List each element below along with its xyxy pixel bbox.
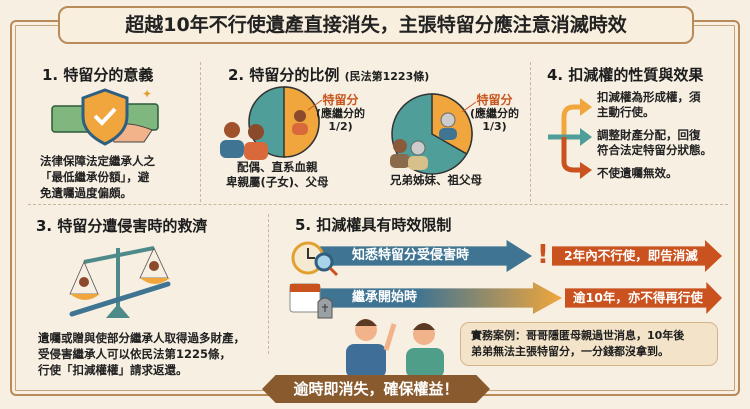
section5-heading: 5. 扣減權具有時效限制 bbox=[295, 216, 452, 234]
divider bbox=[200, 62, 201, 202]
clock-magnifier-icon bbox=[291, 241, 339, 277]
s4-item-3: 不使遺囑無效。 bbox=[597, 166, 678, 180]
divider bbox=[28, 204, 728, 205]
two-people-illustration bbox=[346, 319, 444, 378]
calendar-tombstone-icon bbox=[289, 283, 333, 319]
s1-line: 法律保障法定繼承人之 bbox=[40, 154, 155, 168]
section2-heading: 2. 特留分的比例 (民法第1223條) bbox=[228, 64, 429, 85]
s4-item-1: 主動行使。 bbox=[597, 105, 655, 119]
pie1-caption: 配偶、直系血親 bbox=[237, 160, 318, 174]
pie2-frac: 1/3) bbox=[482, 120, 507, 133]
pie1-sub: (應繼分的 bbox=[316, 107, 366, 120]
s3-line: 受侵害繼承人可以依民法第1225條， bbox=[38, 347, 232, 361]
page-title: 超越10年不行使遺產直接消失，主張特留分應注意消滅時效 bbox=[58, 6, 694, 44]
s4-item-1: 扣減權為形成權，須 bbox=[597, 90, 701, 104]
pie2-label: 特留分 bbox=[476, 93, 513, 107]
s4-item-2: 調整財產分配，回復 bbox=[597, 128, 701, 142]
s3-line: 遺囑或贈與使部分繼承人取得過多財產， bbox=[38, 331, 245, 345]
section3-heading: 3. 特留分遭侵害時的救濟 bbox=[36, 217, 208, 235]
s1-line: 免遺囑過度偏頗。 bbox=[40, 186, 132, 200]
shield-money-icon: ✦ bbox=[51, 87, 159, 146]
pie2-caption: 兄弟姊妹、祖父母 bbox=[390, 173, 482, 187]
case-line: 實務案例：哥哥隱匿母親過世消息，10年後 bbox=[471, 329, 685, 342]
divider bbox=[268, 214, 269, 354]
pie1-frac: 1/2) bbox=[328, 120, 353, 133]
svg-text:✦: ✦ bbox=[142, 87, 152, 101]
case-bubble: 實務案例：哥哥隱匿母親過世消息，10年後 弟弟無法主張特留分，一分錢都沒拿到。 bbox=[460, 322, 718, 366]
s2-title: 2. 特留分的比例 bbox=[228, 66, 340, 84]
pie1-label: 特留分 bbox=[322, 93, 359, 107]
case-line: 弟弟無法主張特留分，一分錢都沒拿到。 bbox=[471, 345, 669, 358]
section1-heading: 1. 特留分的意義 bbox=[42, 66, 154, 84]
divider bbox=[530, 62, 531, 202]
pie1-slice bbox=[283, 86, 320, 158]
s3-line: 行使「扣減權權」請求返還。 bbox=[38, 363, 188, 377]
pie2-sub: (應繼分的 bbox=[470, 107, 520, 120]
branch-arrows-icon bbox=[548, 98, 592, 179]
scale-icon bbox=[69, 246, 171, 318]
section4-heading: 4. 扣減權的性質與效果 bbox=[547, 66, 704, 84]
bottom-banner: 逾時即消失，確保權益！ bbox=[262, 375, 490, 403]
law-ref: (民法第1223條) bbox=[344, 70, 430, 83]
s1-line: 「最低繼承份額」，避 bbox=[40, 170, 150, 184]
pie1-caption: 卑親屬(子女)、父母 bbox=[226, 175, 329, 189]
pie-charts bbox=[220, 86, 477, 175]
s4-item-2: 符合法定特留分狀態。 bbox=[597, 143, 712, 157]
warning-icon: ! bbox=[537, 240, 549, 270]
